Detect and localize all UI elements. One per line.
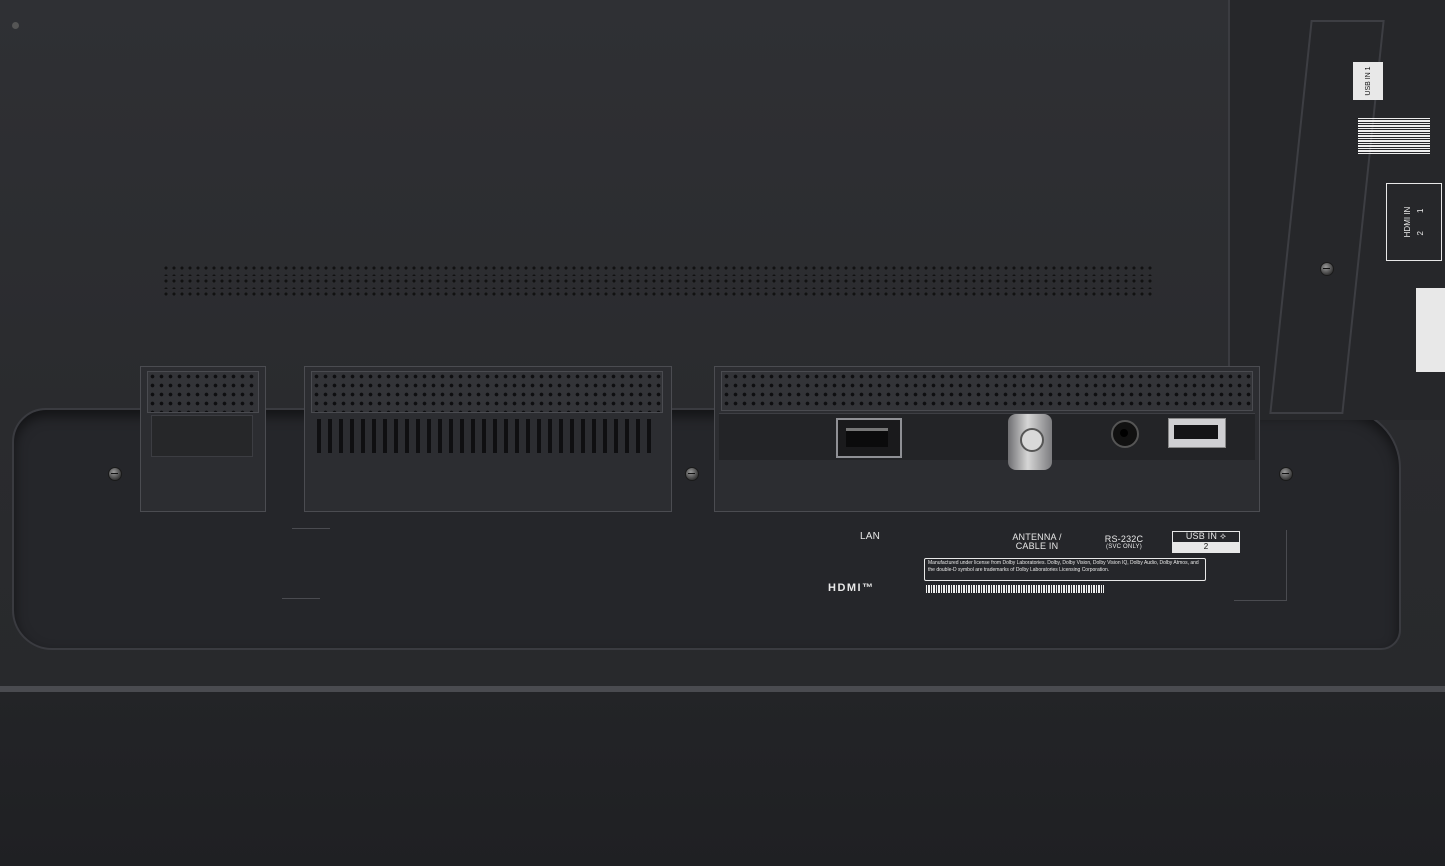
usb-in-2-text: USB IN	[1185, 530, 1218, 541]
lan-port[interactable]	[836, 418, 902, 458]
usb-port[interactable]	[1168, 418, 1226, 448]
port-bay-face	[719, 413, 1255, 460]
lan-label: LAN	[859, 531, 881, 542]
port-cover-large-grill	[311, 371, 663, 413]
usb-in-2-number-box: 2	[1173, 542, 1239, 552]
coaxial-connector-icon	[1020, 428, 1044, 452]
antenna-label: ANTENNA / CABLE IN	[1002, 532, 1072, 552]
vent-row-middle	[162, 277, 1152, 289]
bottom-barcode	[926, 585, 1104, 593]
hdmi-logo: HDMI™	[828, 582, 875, 594]
side-usb-in-number: 1	[1364, 66, 1372, 71]
panel-edge	[0, 686, 1445, 692]
side-hdmi-label: HDMI IN 2 1	[1386, 183, 1442, 261]
ethernet-port-icon	[846, 428, 888, 447]
port-cover-small	[140, 366, 266, 512]
screw-right	[1279, 467, 1293, 481]
side-hdmi-in-numbers: 2 1	[1416, 209, 1425, 236]
antenna-label-line2: CABLE IN	[1015, 541, 1059, 552]
port-cover-small-grill	[147, 371, 259, 413]
dolby-notice-text: Manufactured under license from Dolby La…	[928, 560, 1199, 573]
coax-port[interactable]	[1008, 414, 1052, 470]
vent-row-bottom	[162, 290, 1152, 300]
side-model-label	[1416, 288, 1445, 372]
usb-port-icon	[1174, 425, 1218, 439]
antenna-label-line1: ANTENNA /	[1012, 532, 1062, 542]
port-cover-large-slots	[317, 419, 657, 453]
screw-left	[108, 467, 122, 481]
rs232c-note: (SVC ONLY)	[1106, 544, 1142, 551]
rs232c-text: RS-232C	[1104, 534, 1144, 544]
side-hdmi-in-text: HDMI IN	[1403, 206, 1412, 238]
usb-in-2-label: USB IN ⟡ 2	[1172, 531, 1240, 553]
screw-side	[1320, 262, 1334, 276]
vent-row-top	[162, 264, 1152, 276]
dolby-notice-box: Manufactured under license from Dolby La…	[924, 558, 1206, 581]
side-barcode	[1358, 118, 1430, 154]
port-cover-small-recess	[151, 415, 253, 457]
audio-jack-icon	[1120, 429, 1128, 437]
rs232c-label: RS-232C (SVC ONLY)	[1098, 534, 1150, 551]
side-hdmi-in-2: 2	[1416, 231, 1425, 236]
outline-mark-right	[1234, 530, 1287, 601]
port-cover-large	[304, 366, 672, 512]
side-frame	[1228, 0, 1445, 420]
outline-mark-left-bottom	[282, 598, 320, 599]
bottom-base	[0, 692, 1445, 866]
screw-middle	[685, 467, 699, 481]
camera-hole	[12, 22, 19, 29]
side-hdmi-in-1: 1	[1416, 208, 1425, 213]
port-bay-grill	[721, 371, 1253, 411]
usb-symbol-icon: ⟡	[1220, 530, 1227, 541]
side-usb-in-text: USB IN	[1364, 72, 1372, 96]
outline-mark-left-top	[292, 528, 330, 529]
rs232c-port[interactable]	[1111, 420, 1139, 448]
side-usb-label: USB IN 1	[1353, 62, 1383, 100]
